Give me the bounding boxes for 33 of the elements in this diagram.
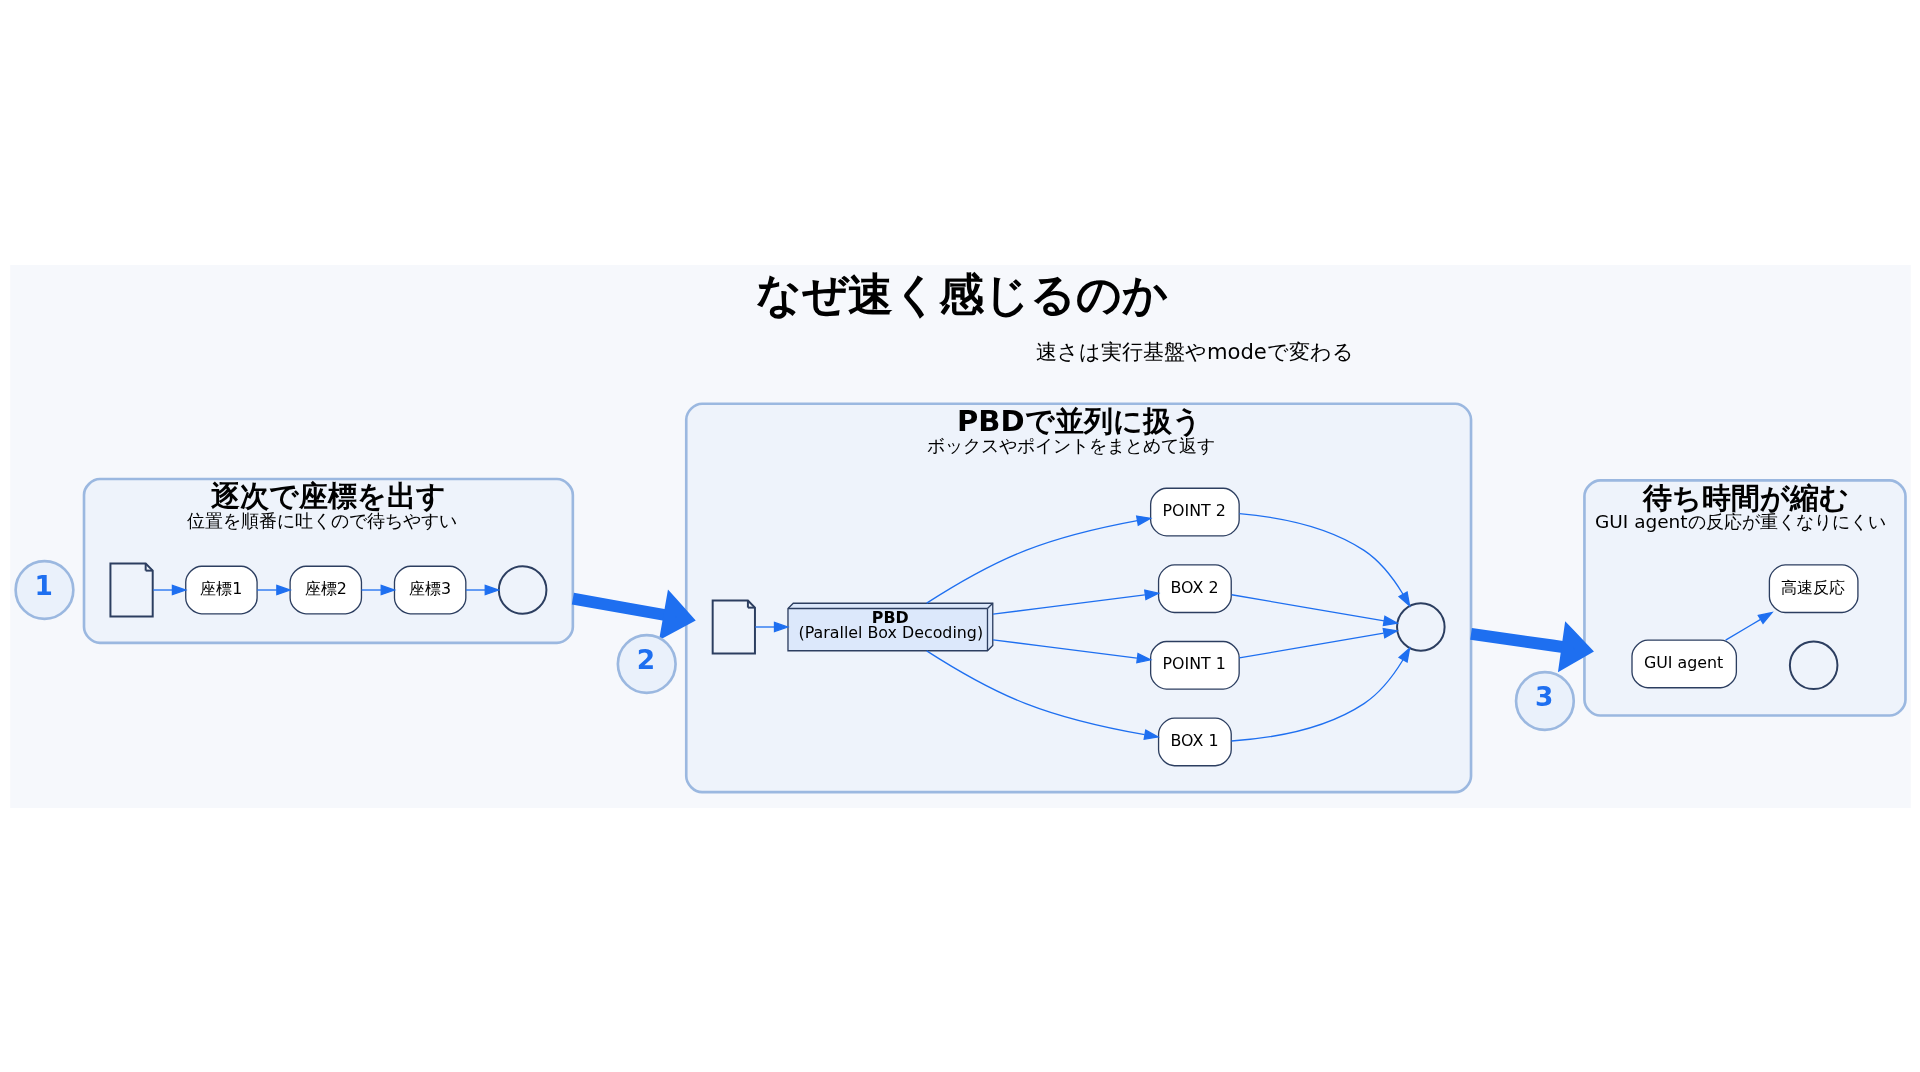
node-box: POINT 1 xyxy=(1149,640,1240,690)
arrow xyxy=(991,638,1153,664)
label: 速さは実行基盤やmodeで変わる xyxy=(1035,338,1354,364)
arrow xyxy=(1230,645,1411,742)
node-clock xyxy=(497,564,547,615)
node-box: 高速反応 xyxy=(1768,563,1859,613)
arrow xyxy=(1238,512,1411,608)
diagram-title: なぜ速く感じるのか xyxy=(755,267,1168,321)
arrow xyxy=(925,649,1160,740)
node-box: 座標1 xyxy=(184,565,258,614)
node-box: POINT 2 xyxy=(1149,487,1240,536)
node-box: 座標3 xyxy=(393,565,466,614)
arrow xyxy=(1238,627,1399,659)
node-box: BOX 1 xyxy=(1157,717,1232,766)
node-circle: 2 xyxy=(616,633,677,694)
arrow xyxy=(464,583,500,596)
node-box: GUI agent xyxy=(1630,639,1737,688)
node-circle: 1 xyxy=(13,559,75,620)
arrow xyxy=(1230,593,1399,626)
node-box: 座標2 xyxy=(288,565,362,614)
node-circle: 3 xyxy=(1514,670,1575,731)
arrow xyxy=(571,588,696,640)
arrow xyxy=(925,514,1152,604)
arrow xyxy=(256,583,292,596)
node-clock xyxy=(1395,601,1446,652)
arrow xyxy=(991,588,1160,615)
arrow xyxy=(360,583,396,596)
arrow xyxy=(151,583,188,596)
arrow xyxy=(1724,611,1774,641)
node-clock xyxy=(1788,640,1838,690)
node-box: BOX 2 xyxy=(1157,563,1232,613)
arrow xyxy=(754,620,790,633)
arrow xyxy=(1469,620,1594,672)
